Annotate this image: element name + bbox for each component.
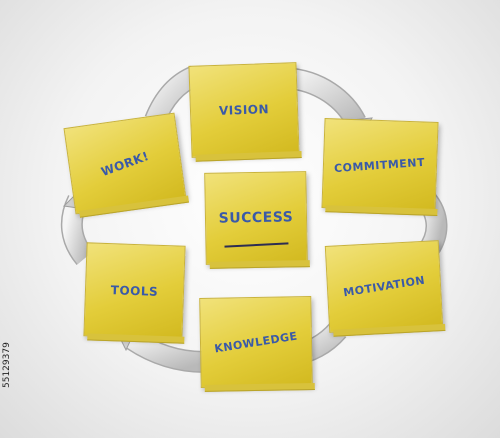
note-vision: VISION: [188, 62, 300, 158]
note-success-center: SUCCESS: [204, 171, 308, 265]
note-label-success: SUCCESS: [218, 209, 294, 227]
note-label-tools: TOOLS: [110, 283, 159, 299]
note-label-vision: VISION: [218, 102, 270, 118]
note-motivation: MOTIVATION: [324, 240, 444, 333]
note-work: WORK!: [63, 112, 187, 215]
stock-id-watermark: 55129379: [2, 342, 12, 388]
note-label-knowledge: KNOWLEDGE: [213, 329, 299, 355]
note-label-motivation: MOTIVATION: [342, 273, 426, 300]
success-underline: [224, 242, 289, 248]
note-label-work: WORK!: [99, 148, 151, 179]
note-commitment: COMMITMENT: [321, 118, 439, 212]
note-tools: TOOLS: [83, 242, 186, 340]
note-label-commitment: COMMITMENT: [334, 155, 426, 175]
note-knowledge: KNOWLEDGE: [199, 296, 313, 388]
